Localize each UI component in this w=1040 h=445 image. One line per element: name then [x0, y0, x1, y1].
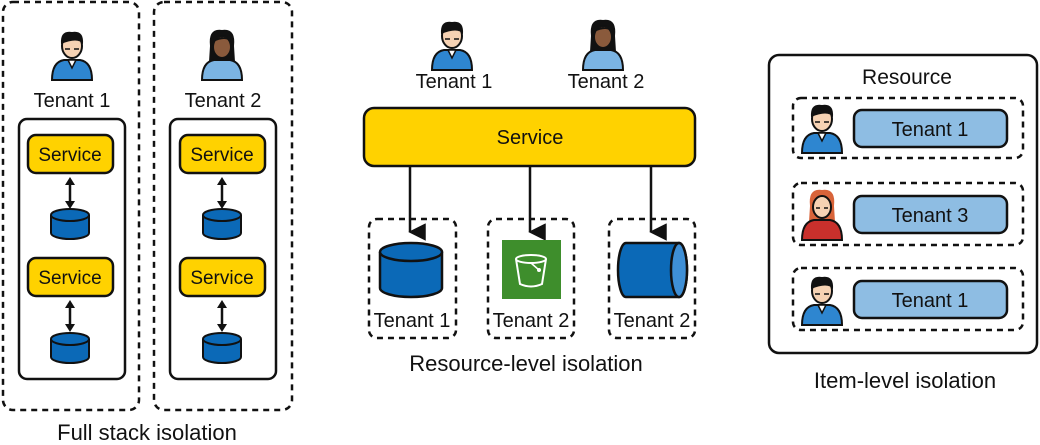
queue-icon: [616, 241, 689, 299]
service-label: Service: [190, 268, 253, 289]
tenant-label: Tenant 2: [568, 71, 645, 93]
service-label: Service: [190, 145, 253, 166]
bidirectional-arrow-icon: [63, 175, 77, 211]
resource-label: Tenant 2: [614, 310, 691, 332]
bucket-icon: [502, 240, 561, 299]
full-stack-column-tenant-2: Tenant 2 Service Service: [152, 0, 294, 412]
resource-label: Tenant 1: [374, 310, 451, 332]
resource-container: [367, 217, 458, 340]
resource-level-caption: Resource-level isolation: [409, 351, 643, 376]
full-stack-caption: Full stack isolation: [57, 420, 237, 445]
resource-label: Tenant 2: [493, 310, 570, 332]
service-box: [178, 133, 267, 175]
bidirectional-arrow-icon: [63, 298, 77, 334]
item-row: Tenant 1: [791, 96, 1025, 160]
item-label: Tenant 1: [892, 119, 969, 141]
male-user-icon: [431, 20, 473, 71]
database-icon: [378, 241, 444, 299]
male-user-icon: [51, 30, 93, 81]
resource-container: [607, 217, 697, 340]
service-box: [26, 256, 115, 298]
database-icon: [202, 208, 242, 240]
full-stack-column-tenant-1: Tenant 1 Service Service: [1, 0, 141, 412]
bidirectional-arrow-icon: [215, 298, 229, 334]
service-label: Service: [497, 127, 564, 149]
database-icon: [50, 208, 90, 240]
stack-container: [17, 117, 127, 381]
item-level-caption: Item-level isolation: [814, 368, 996, 393]
female-user-icon: [801, 188, 843, 241]
tenant-label: Tenant 1: [416, 71, 493, 93]
resource-title: Resource: [862, 66, 952, 89]
service-label: Service: [38, 145, 101, 166]
database-icon: [50, 332, 90, 364]
bidirectional-arrow-icon: [215, 175, 229, 211]
full-stack-section: Tenant 1 Service Service Tenant 2 Servic…: [1, 0, 294, 445]
male-user-icon: [801, 275, 843, 326]
resource-container: [486, 217, 576, 340]
tenant-label: Tenant 1: [34, 90, 111, 112]
service-label: Service: [38, 268, 101, 289]
stack-container: [168, 117, 278, 381]
service-box: [178, 256, 267, 298]
item-row: Tenant 1: [791, 266, 1025, 332]
male-user-icon: [801, 103, 843, 154]
item-label: Tenant 3: [892, 205, 969, 227]
tenant-label: Tenant 2: [185, 90, 262, 112]
female-user-icon: [201, 28, 243, 81]
resource-container: [767, 53, 1039, 355]
database-icon: [202, 332, 242, 364]
item-label: Tenant 1: [892, 290, 969, 312]
resource-level-section: Tenant 1 Tenant 2 Service Tenant 1 Tenan…: [362, 18, 697, 376]
female-user-icon: [582, 18, 624, 71]
item-level-section: Resource Tenant 1 Tenant 3 Tenant 1 Item…: [767, 53, 1039, 393]
item-row: Tenant 3: [791, 181, 1025, 247]
service-box: [26, 133, 115, 175]
